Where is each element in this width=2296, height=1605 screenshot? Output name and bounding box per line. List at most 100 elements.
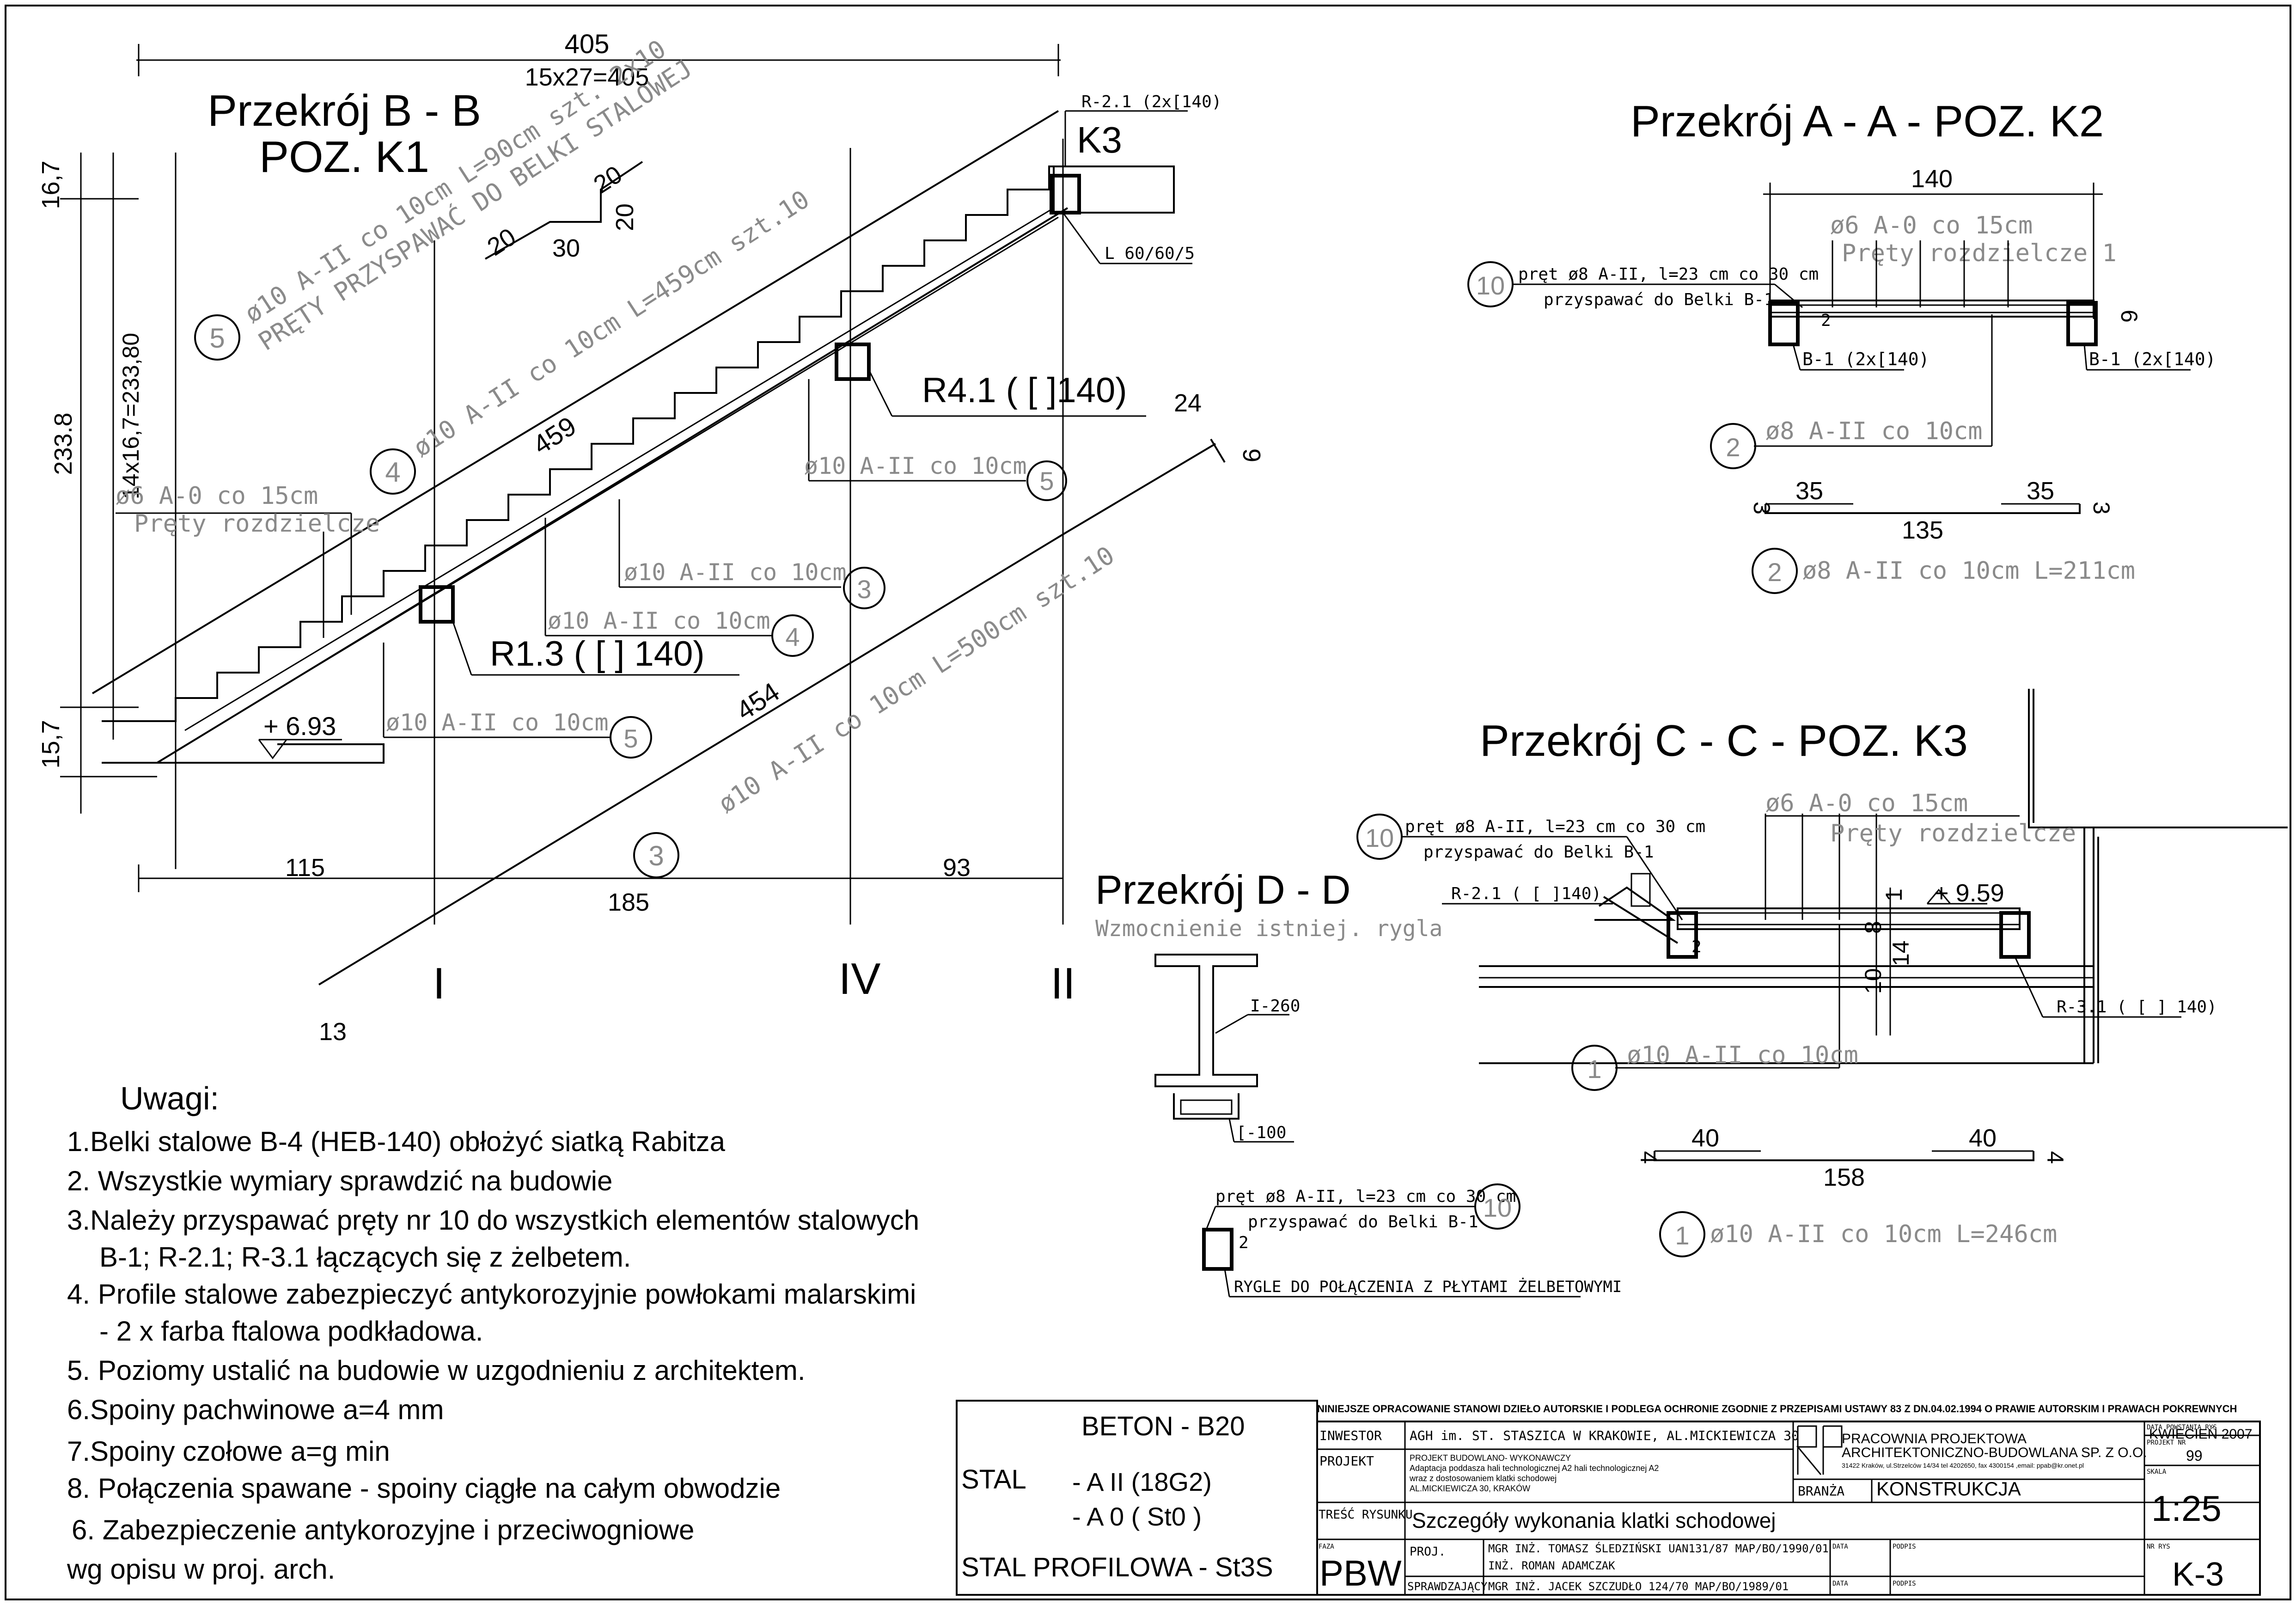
marker-5-number: 5 [623,724,638,753]
section-bb-position: POZ. K1 [259,132,429,182]
i260-label: I-260 [1250,997,1300,1016]
tb-inwestor: AGH im. ST. STASZICA W KRAKOWIE, AL.MICK… [1410,1428,1799,1443]
note-line: 6.Spoiny pachwinowe a=4 mm [67,1394,444,1425]
dist-b: Pręty rozdzielcze [1830,820,2076,847]
weld-a: pręt ø8 A-II, l=23 cm co 30 cm [1405,817,1705,836]
outline-lower-end [1067,443,1216,533]
section-dd: Przekrój D - D Wzmocnienie istniej. rygl… [1095,867,1442,1143]
marker-4 [370,448,416,495]
section-bb: Przekrój B - B POZ. K1 405 15x27=405 16,… [37,29,1265,1046]
marker-10-number: 10 [1365,823,1394,852]
level-693: + 6.93 [263,711,336,741]
dim-3a: 3 [1749,502,1775,515]
leader [1215,1014,1248,1034]
notes-title: Uwagi: [120,1080,219,1116]
materials-profil: STAL PROFILOWA - St3S [961,1552,1273,1582]
section-aa: Przekrój A - A - POZ. K2 140 ø6 A-0 co 1… [1467,97,2216,594]
dim-13: 13 [319,1018,347,1046]
outline-tick [1210,438,1226,463]
b1-left-label: B-1 (2x[140) [1802,349,1930,369]
leader [1626,836,1683,920]
bar1-shape [1654,1151,2034,1161]
lead-3-text: ø10 A-II co 10cm [624,559,847,586]
note-line: 1.Belki stalowe B-4 (HEB-140) obłożyć si… [67,1126,726,1157]
r21-label: R-2.1 ( [ ]140) [1451,884,1601,903]
dim-35b: 35 [2027,477,2054,505]
c100-label: [-100 [1236,1123,1286,1142]
leader [452,621,472,675]
title-block: NINIEJSZE OPRACOWANIE STANOWI DZIEŁO AUT… [1316,1403,2261,1596]
dist-b: Pręty rozdzielcze 1 [1842,239,2117,267]
tb-podpis-label-2: PODPIS [1893,1580,1916,1587]
tb-firm-1: PRACOWNIA PROJEKTOWA [1842,1431,2027,1446]
copyright-header: NINIEJSZE OPRACOWANIE STANOWI DZIEŁO AUT… [1317,1403,2237,1415]
section-cc: Przekrój C - C - POZ. K3 ø6 A-0 co 15cm … [1356,689,2288,1257]
marker-5-number: 5 [1039,466,1054,496]
leader [2014,956,2044,1017]
dim-4b: 4 [2042,1151,2068,1164]
section-dd-subtitle: Wzmocnienie istniej. rygla [1095,916,1442,942]
beam-detail [1202,1228,1233,1271]
note-line: 7.Spoiny czołowe a=g min [67,1436,390,1467]
marker-4-number: 4 [785,622,800,651]
tb-firm-2: ARCHITEKTONICZNO-BUDOWLANA SP. Z O.O. [1842,1445,2147,1460]
marker-1-number: 1 [1675,1221,1689,1250]
bar2-text: ø8 A-II co 10cm [1765,417,1983,445]
dim-15-7: 15,7 [37,720,65,768]
level-marker [258,739,287,760]
marker-5 [194,314,240,361]
rebar-top [184,207,1054,731]
label-r41: R4.1 ( [ ]140) [922,371,1127,410]
axis-label-II: II [1050,959,1075,1008]
tb-spr: MGR INŻ. JACEK SZCZUDŁO 124/70 MAP/BO/19… [1488,1580,1789,1593]
tb-spr-label: SPRAWDZAJĄCY [1407,1580,1488,1593]
marker-2-number: 2 [1767,557,1782,587]
lead-5b-text: ø10 A-II co 10cm [386,709,609,736]
beam-right [1999,911,2031,959]
bar2-shape [1765,504,2081,514]
beam-left [1667,911,1698,959]
marker-3-number: 3 [648,840,664,871]
tb-proj-label: PROJ. [1410,1545,1446,1559]
marker-2 [1752,548,1798,594]
detail-rygle: pręt ø8 A-II, l=23 cm co 30 cm przyspawa… [1202,1183,1622,1298]
dim-14x16-7: 14x16,7=233,80 [118,333,144,499]
note-line: 4. Profile stalowe zabezpieczyć antykoro… [67,1279,916,1310]
sheet-border [5,5,2291,1600]
i-beam [1154,954,1258,1087]
note-line: wg opisu w proj. arch. [67,1554,335,1585]
marker-4-number: 4 [385,457,400,488]
dim-1: 1 [1881,888,1907,901]
materials-box: BETON - B20 STAL - A II (18G2) - A 0 ( S… [956,1400,1318,1596]
rebar-main [175,216,1059,752]
marker-10-number: 10 [1476,271,1505,300]
tb-projekt-1: PROJEKT BUDOWLANO- WYKONAWCZY [1410,1453,1571,1463]
tb-podpis-label: PODPIS [1893,1543,1916,1550]
stair-landing [139,743,385,764]
marker-1 [1571,1045,1618,1091]
leader [1792,344,1801,370]
tb-firm-3: 31422 Kraków, ul.Strzelców 14/34 tel 420… [1842,1462,2084,1469]
slab [1677,907,2021,930]
notes: Uwagi: 1.Belki stalowe B-4 (HEB-140) obł… [67,1080,919,1585]
label-r21: R-2.1 (2x[140) [1081,92,1221,111]
dim-16-7: 16,7 [37,160,65,209]
tb-inwestor-label: INWESTOR [1319,1428,1382,1443]
b1-right-label: B-1 (2x[140) [2089,349,2216,369]
dim-3b: 3 [2088,502,2114,515]
tb-faza-label: FAZA [1319,1543,1334,1550]
tb-nr-proj-label: PROJEKT NR [2147,1439,2186,1446]
tb-skala-label: SKALA [2147,1468,2167,1476]
marker-10 [1474,1183,1520,1230]
marker-3 [843,567,885,609]
tb-branza: KONSTRUKCJA [1876,1478,2021,1500]
dim-8: 8 [1860,921,1886,934]
tb-branza-label: BRANŻA [1798,1483,1844,1499]
tb-proj-1: MGR INŻ. TOMASZ ŚLEDZIŃSKI UAN131/87 MAP… [1488,1541,1829,1555]
marker-2-number: 2 [1726,433,1740,462]
leader [868,369,893,417]
beam-r21 [1050,174,1081,214]
dim-2: 2 [1239,1233,1249,1252]
note-line: 5. Poziomy ustalić na budowie w uzgodnie… [67,1355,806,1386]
tb-projekt-2: Adaptacja poddasza hali technologicznej … [1410,1464,1659,1473]
